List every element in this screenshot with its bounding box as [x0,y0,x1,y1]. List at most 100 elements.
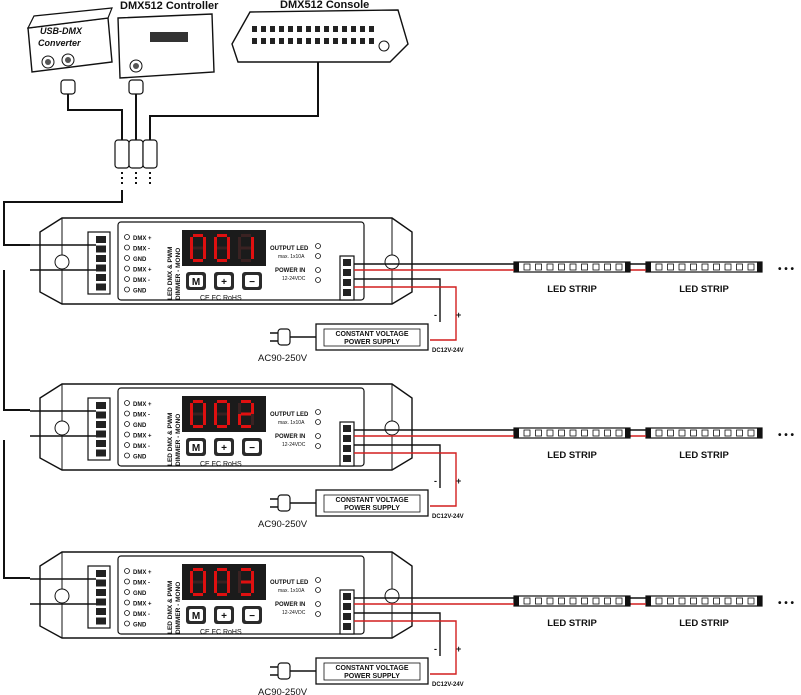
output-led-label: OUTPUT LED [270,412,309,418]
led-chip [724,429,732,437]
console-key [360,26,365,32]
terminal-label: GND [133,591,147,597]
led-chip [592,597,600,605]
console-key [252,26,257,32]
mount-hole [384,420,400,436]
dmx-terminal-screw [96,598,106,606]
led-chip [701,597,709,605]
display-segment [241,412,251,416]
console-key [279,26,284,32]
mount-hole [54,254,70,270]
terminal-label: DMX - [133,278,150,284]
led-chip [690,429,697,437]
power-rating: 12-24VDC [282,276,306,282]
terminal-dot [124,568,130,574]
display-segment [241,593,251,596]
led-chip [655,263,663,271]
display-segment [193,425,203,428]
led-chip [535,263,542,271]
ac-voltage-label: AC90-250V [258,353,308,364]
output-terminal-screw [343,279,351,286]
display-segment [238,403,241,414]
terminal-label: GND [133,423,147,429]
console-key [315,38,320,44]
psu-line-2: POWER SUPPLY [344,505,400,512]
dc-label: DC12V-24V [432,514,464,520]
wire-break [628,263,632,271]
display-segment [193,234,203,237]
ac-plug-pins [270,666,278,676]
terminal-dot [124,431,130,438]
psu-minus: - [434,644,437,654]
mount-hole [54,588,70,604]
led-chip [581,429,588,437]
terminal-dot [315,409,321,415]
console-key [288,38,293,44]
display-segment [217,246,227,250]
wire-break [628,597,632,605]
psu-minus: - [434,476,437,486]
display-segment [214,571,217,582]
power-wire-red [354,286,457,341]
led-chip [546,597,554,605]
output-rating: max. 1x10A [278,254,305,260]
terminal-dot [124,620,130,627]
button-face [245,441,259,453]
led-chip [546,263,554,271]
led-chip [615,429,623,437]
strip-end-cap [625,596,630,606]
display-segment [217,568,227,571]
display-segment [214,237,217,248]
led-chip [604,429,611,437]
strip-end-cap [514,428,519,438]
terminal-label: GND [133,257,147,263]
button-face [217,441,231,453]
display-segment [193,246,203,250]
dmx-terminal-screw [96,264,106,272]
led-chip [701,263,709,271]
display-segment [214,403,217,414]
button-face [189,609,203,621]
power-supply-label-box [323,328,421,347]
display-segment [238,571,241,582]
output-terminal-screw [343,623,351,630]
console-key [252,38,257,44]
led-chip [724,597,732,605]
psu-line-2: POWER SUPPLY [344,673,400,680]
console-key [288,26,293,32]
display-segment [251,237,254,248]
power-in-label: POWER IN [275,434,305,440]
terminal-dot [315,277,321,283]
display-segment [193,580,203,584]
dmx-wire [30,410,96,437]
button-face [217,609,231,621]
display-segment [190,582,193,593]
display-segment [203,414,206,425]
button-label: M [192,443,200,454]
console-key [333,26,338,32]
output-terminal-screw [343,445,351,452]
ac-plug-pins [270,498,278,508]
ac-voltage-label: AC90-250V [258,519,308,530]
power-wire-black [354,612,441,656]
psu-plus: + [456,644,461,654]
led-strip-label: LED STRIP [679,450,729,461]
led-chip [667,429,674,437]
console-key [297,38,302,44]
power-in-label: POWER IN [275,268,305,274]
led-chip [747,429,755,437]
display-segment [227,571,230,582]
dmx-terminal-screw [96,236,106,243]
dmx-terminal-screw [96,402,106,409]
terminal-label: DMX + [133,602,152,608]
button-face [189,275,203,287]
terminal-dot [315,577,321,583]
display-segment [251,571,254,582]
output-terminal-screw [343,289,351,296]
console-key [342,26,347,32]
psu-plus: + [456,310,461,320]
terminal-label: DMX - [133,444,150,450]
power-supply-label-box [323,494,421,513]
